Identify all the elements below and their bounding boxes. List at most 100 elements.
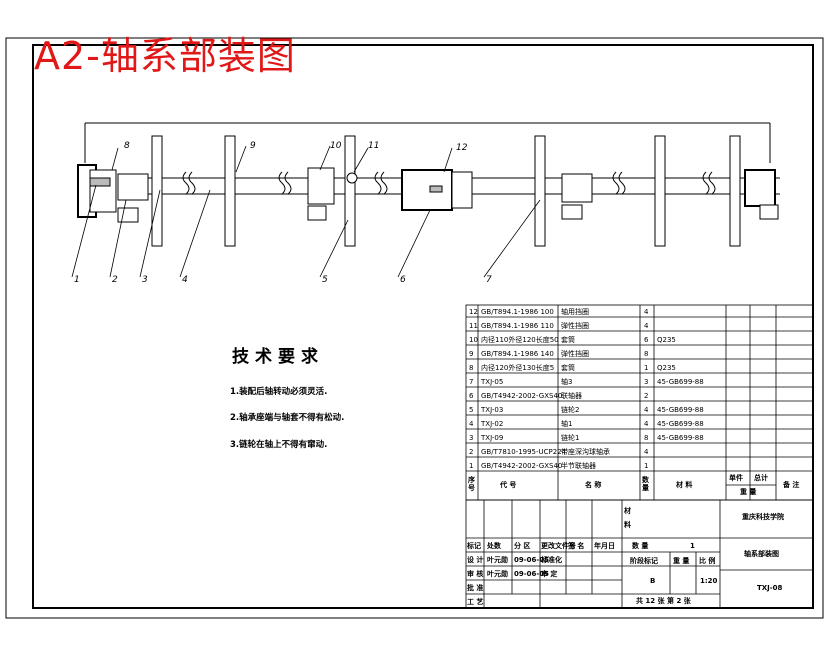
balloon-5: 5 <box>322 275 328 285</box>
row-name: 轴用挡圈 <box>561 308 589 316</box>
label-count: 处数 <box>487 542 501 550</box>
row-code: TXJ-09 <box>481 434 504 442</box>
balloon-7: 7 <box>486 275 492 285</box>
row-no: 3 <box>469 434 474 442</box>
material-label: 材料 <box>624 507 631 529</box>
row-material: Q235 <box>657 364 676 372</box>
outer-frame <box>5 37 824 619</box>
row-name: 链轮2 <box>561 406 580 414</box>
row-qty: 2 <box>644 392 649 400</box>
row-name: 轴3 <box>561 378 573 386</box>
designer-name: 叶元勋 <box>487 556 508 564</box>
row-no: 11 <box>469 322 478 330</box>
drawing-number: TXJ-08 <box>757 584 783 592</box>
header-material: 材 料 <box>676 481 693 489</box>
row-code: GB/T4942-2002-GXS40 <box>481 392 563 400</box>
row-no: 8 <box>469 364 474 372</box>
label-check: 审 核 <box>467 570 484 578</box>
stage-value: B <box>650 577 656 585</box>
row-code: TXJ-05 <box>481 378 504 386</box>
row-code: GB/T4942-2002-GXS40 <box>481 462 563 470</box>
balloon-4: 4 <box>182 275 188 285</box>
label-mark: 标记 <box>467 542 481 550</box>
label-date: 年月日 <box>594 542 615 550</box>
row-name: 带座深沟球轴承 <box>561 448 610 456</box>
row-name: 链轮1 <box>561 434 580 442</box>
row-name: 联轴器 <box>561 392 582 400</box>
row-qty: 1 <box>644 462 649 470</box>
label-signature: 签 名 <box>568 542 585 550</box>
row-name: 套筒 <box>561 336 575 344</box>
drawing-name: 轴系部装图 <box>744 550 779 558</box>
row-qty: 4 <box>644 308 649 316</box>
row-no: 7 <box>469 378 474 386</box>
scale-value: 1:20 <box>700 577 718 585</box>
row-no: 4 <box>469 420 474 428</box>
row-qty: 6 <box>644 336 649 344</box>
row-name: 半节联轴器 <box>561 462 596 470</box>
school-name: 重庆科技学院 <box>742 513 784 521</box>
balloon-2: 2 <box>112 275 118 285</box>
tech-requirement-3: 3.链轮在轴上不得有窜动. <box>230 440 328 450</box>
row-material: 45-GB699-88 <box>657 378 704 386</box>
design-date: 09-06-05 <box>514 556 550 564</box>
row-material: Q235 <box>657 336 676 344</box>
balloon-1: 1 <box>74 275 80 285</box>
header-unit-weight: 单件 <box>729 474 743 482</box>
label-weight: 重 量 <box>673 557 690 565</box>
header-remark: 备 注 <box>783 481 800 489</box>
balloon-6: 6 <box>400 275 406 285</box>
tech-requirements-title: 技术要求 <box>232 347 324 367</box>
row-no: 5 <box>469 406 474 414</box>
shaft-assembly <box>77 135 780 247</box>
row-no: 12 <box>469 308 478 316</box>
header-name: 名 称 <box>585 481 602 489</box>
row-code: TXJ-02 <box>481 420 504 428</box>
tech-requirement-1: 1.装配后轴转动必须灵活. <box>230 387 328 397</box>
label-stage-mark: 阶段标记 <box>630 557 658 565</box>
sheet-count: 共 12 张 第 2 张 <box>636 597 691 605</box>
row-material: 45-GB699-88 <box>657 434 704 442</box>
balloon-10: 10 <box>330 141 342 151</box>
label-review: 审 定 <box>541 570 558 578</box>
row-qty: 4 <box>644 448 649 456</box>
row-no: 10 <box>469 336 478 344</box>
balloon-9: 9 <box>250 141 256 151</box>
row-code: GB/T894.1-1986 100 <box>481 308 554 316</box>
parts-list-grid <box>465 304 814 501</box>
label-scale: 比 例 <box>699 557 716 565</box>
header-total-weight: 总计 <box>754 474 768 482</box>
label-zone: 分 区 <box>514 542 531 550</box>
row-no: 2 <box>469 448 474 456</box>
title-block-grid <box>465 499 814 609</box>
balloon-labels: 1 2 3 4 5 6 7 8 9 10 11 12 <box>74 141 492 285</box>
row-material: 45-GB699-88 <box>657 406 704 414</box>
row-qty: 4 <box>644 406 649 414</box>
row-qty: 8 <box>644 434 649 442</box>
row-qty: 1 <box>644 364 649 372</box>
chain-loop <box>84 122 771 163</box>
balloon-8: 8 <box>124 141 130 151</box>
row-code: TXJ-03 <box>481 406 504 414</box>
row-qty: 8 <box>644 350 649 358</box>
quantity-value: 1 <box>690 542 695 550</box>
row-code: 内径120外径130长度5 <box>481 364 555 372</box>
check-date: 09-06-05 <box>514 570 550 578</box>
row-code: GB/T894.1-1986 140 <box>481 350 554 358</box>
row-code: GB/T7810-1995-UCP224 <box>481 448 567 456</box>
row-name: 弹性挡圈 <box>561 350 589 358</box>
row-name: 套筒 <box>561 364 575 372</box>
row-no: 6 <box>469 392 474 400</box>
row-name: 轴1 <box>561 420 573 428</box>
balloon-12: 12 <box>456 143 468 153</box>
row-name: 弹性挡圈 <box>561 322 589 330</box>
row-qty: 4 <box>644 420 649 428</box>
row-no: 1 <box>469 462 474 470</box>
header-no: 序号 <box>468 476 475 492</box>
tech-requirement-2: 2.轴承座端与轴套不得有松动. <box>230 413 345 423</box>
drafter-name: 叶元勋 <box>487 570 508 578</box>
header-code: 代 号 <box>500 481 517 489</box>
label-design: 设 计 <box>467 556 484 564</box>
row-material: 45-GB699-88 <box>657 420 704 428</box>
balloon-11: 11 <box>368 141 379 151</box>
